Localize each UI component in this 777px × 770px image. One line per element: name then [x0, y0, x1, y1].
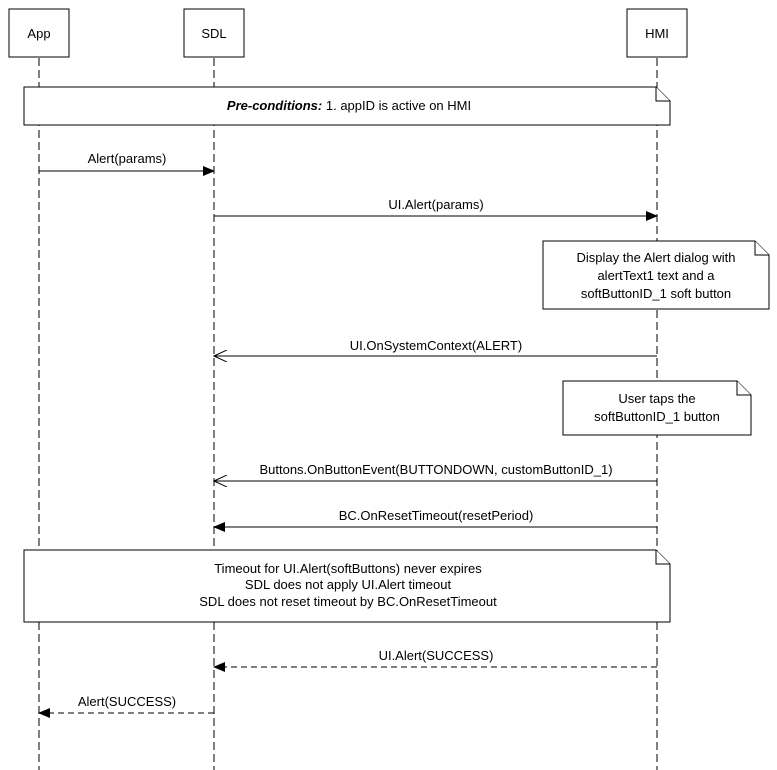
message-on-reset-timeout-label: BC.OnResetTimeout(resetPeriod)	[339, 508, 534, 523]
message-on-system-context: UI.OnSystemContext(ALERT)	[214, 338, 657, 356]
display-alert-note: Display the Alert dialog with alertText1…	[542, 240, 770, 310]
actor-hmi-label: HMI	[645, 26, 669, 41]
precondition-note: Pre-conditions: 1. appID is active on HM…	[23, 86, 671, 126]
user-taps-note: User taps the softButtonID_1 button	[562, 380, 752, 436]
timeout-note-line-1: Timeout for UI.Alert(softButtons) never …	[214, 561, 482, 576]
user-taps-note-line-1: User taps the	[618, 391, 695, 406]
precondition-label: Pre-conditions:	[227, 98, 322, 113]
display-alert-note-line-2: alertText1 text and a	[597, 268, 715, 283]
actor-sdl: SDL	[183, 8, 245, 58]
message-on-reset-timeout: BC.OnResetTimeout(resetPeriod)	[213, 508, 657, 532]
actor-hmi: HMI	[626, 8, 688, 58]
actor-app: App	[8, 8, 70, 58]
display-alert-note-line-3: softButtonID_1 soft button	[581, 286, 731, 301]
message-on-button-event: Buttons.OnButtonEvent(BUTTONDOWN, custom…	[214, 462, 657, 481]
message-on-system-context-label: UI.OnSystemContext(ALERT)	[350, 338, 522, 353]
message-ui-alert-success: UI.Alert(SUCCESS)	[213, 648, 657, 672]
timeout-note-line-2: SDL does not apply UI.Alert timeout	[245, 577, 452, 592]
display-alert-note-line-1: Display the Alert dialog with	[577, 250, 736, 265]
timeout-note: Timeout for UI.Alert(softButtons) never …	[23, 549, 671, 623]
message-alert-params: Alert(params)	[39, 151, 215, 176]
message-ui-alert-success-label: UI.Alert(SUCCESS)	[379, 648, 494, 663]
user-taps-note-line-2: softButtonID_1 button	[594, 409, 720, 424]
message-alert-params-label: Alert(params)	[88, 151, 167, 166]
precondition-text: Pre-conditions: 1. appID is active on HM…	[227, 98, 471, 113]
message-ui-alert-params-label: UI.Alert(params)	[388, 197, 483, 212]
actor-sdl-label: SDL	[201, 26, 226, 41]
message-on-button-event-label: Buttons.OnButtonEvent(BUTTONDOWN, custom…	[259, 462, 612, 477]
precondition-body: 1. appID is active on HMI	[322, 98, 471, 113]
message-alert-success: Alert(SUCCESS)	[38, 694, 214, 718]
timeout-note-line-3: SDL does not reset timeout by BC.OnReset…	[199, 594, 497, 609]
actor-app-label: App	[27, 26, 50, 41]
message-alert-success-label: Alert(SUCCESS)	[78, 694, 176, 709]
message-ui-alert-params: UI.Alert(params)	[214, 197, 658, 221]
